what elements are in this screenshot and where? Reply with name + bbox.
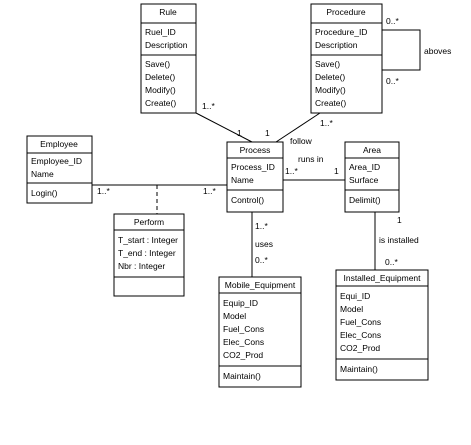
class-attribute: Process_ID [231, 162, 275, 172]
class-attribute: Employee_ID [31, 156, 82, 166]
class-operation: Control() [231, 195, 264, 205]
class-operation: Modify() [145, 85, 176, 95]
class-installed-equipment[interactable]: Installed_Equipment Equi_ID Model Fuel_C… [335, 269, 429, 381]
association-labels: 1..* 1 1..* 1 follow 0..* 0..* aboves 1.… [97, 16, 451, 267]
association-name: is installed [379, 235, 419, 245]
class-process[interactable]: Process Process_ID Name Control() [226, 141, 284, 213]
class-employee[interactable]: Employee Employee_ID Name Login() [26, 135, 93, 204]
multiplicity-label: 1..* [285, 166, 298, 176]
multiplicity-label: 1 [397, 215, 402, 225]
class-attribute: Ruel_ID [145, 27, 176, 37]
class-operation: Modify() [315, 85, 346, 95]
multiplicity-label: 1..* [97, 186, 110, 196]
class-operation: Maintain() [340, 364, 378, 374]
multiplicity-label: 0..* [386, 76, 399, 86]
class-attribute: CO2_Prod [223, 350, 263, 360]
class-attribute: Name [231, 175, 254, 185]
class-attribute: Model [340, 304, 363, 314]
multiplicity-label: 1..* [320, 118, 333, 128]
class-attribute: Area_ID [349, 162, 380, 172]
class-name: Procedure [326, 7, 365, 17]
association-name: runs in [298, 154, 324, 164]
class-attribute: T_start : Integer [118, 235, 178, 245]
class-attribute: Fuel_Cons [340, 317, 381, 327]
class-attribute: Model [223, 311, 246, 321]
class-attribute: Equip_ID [223, 298, 258, 308]
class-name: Rule [159, 7, 177, 17]
class-attribute: Nbr : Integer [118, 261, 165, 271]
multiplicity-label: 0..* [386, 16, 399, 26]
class-attribute: Description [315, 40, 358, 50]
association-name: aboves [424, 46, 451, 56]
multiplicity-label: 1..* [203, 186, 216, 196]
association-name: uses [255, 239, 273, 249]
class-name: Process [240, 145, 271, 155]
class-attribute: Elec_Cons [223, 337, 264, 347]
class-attribute: Equi_ID [340, 291, 370, 301]
class-attribute: Fuel_Cons [223, 324, 264, 334]
multiplicity-label: 1 [237, 128, 242, 138]
class-attribute: CO2_Prod [340, 343, 380, 353]
class-attribute: Elec_Cons [340, 330, 381, 340]
multiplicity-label: 0..* [255, 255, 268, 265]
multiplicity-label: 1 [265, 128, 270, 138]
class-operation: Delete() [145, 72, 175, 82]
association-name: follow [290, 136, 313, 146]
class-operation: Delimit() [349, 195, 381, 205]
class-operation: Save() [315, 59, 340, 69]
multiplicity-label: 1..* [255, 221, 268, 231]
class-operation: Delete() [315, 72, 345, 82]
multiplicity-label: 0..* [385, 257, 398, 267]
edge-procedure-process [275, 112, 321, 143]
multiplicity-label: 1 [334, 166, 339, 176]
class-attribute: Description [145, 40, 188, 50]
class-attribute: Procedure_ID [315, 27, 367, 37]
class-attribute: T_end : Integer [118, 248, 176, 258]
edge-procedure-self [382, 29, 421, 71]
class-name: Installed_Equipment [343, 273, 421, 283]
class-operation: Maintain() [223, 371, 261, 381]
class-operation: Login() [31, 188, 58, 198]
class-perform[interactable]: Perform T_start : Integer T_end : Intege… [113, 213, 185, 297]
class-operation: Create() [145, 98, 176, 108]
class-name: Employee [40, 139, 78, 149]
multiplicity-label: 1..* [202, 101, 215, 111]
class-procedure[interactable]: Procedure Procedure_ID Description Save(… [310, 3, 383, 114]
edge-rule-process [195, 112, 253, 143]
class-attribute: Name [31, 169, 54, 179]
class-mobile-equipment[interactable]: Mobile_Equipment Equip_ID Model Fuel_Con… [218, 276, 302, 388]
class-name: Area [363, 145, 381, 155]
class-name: Perform [134, 217, 164, 227]
class-operation: Save() [145, 59, 170, 69]
class-rule[interactable]: Rule Ruel_ID Description Save() Delete()… [140, 3, 197, 114]
class-name: Mobile_Equipment [225, 280, 296, 290]
class-attribute: Surface [349, 175, 379, 185]
class-area[interactable]: Area Area_ID Surface Delimit() [344, 141, 400, 213]
association-lines [92, 29, 421, 277]
class-operation: Create() [315, 98, 346, 108]
